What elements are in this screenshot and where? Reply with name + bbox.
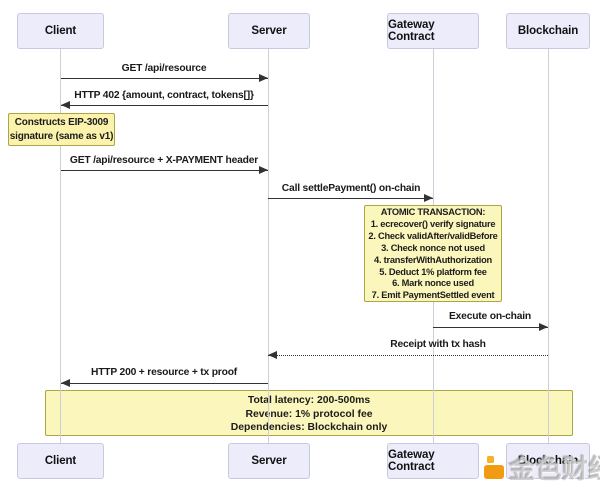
- participant-blockchain-bottom: Blockchain: [506, 443, 590, 479]
- note-line: Constructs EIP-3009: [14, 117, 109, 128]
- participant-label: Blockchain: [517, 25, 579, 37]
- message-label-get-api-resource: GET /api/resource: [121, 63, 207, 74]
- participant-server-top: Server: [228, 13, 310, 49]
- note-line: 1. ecrecover() verify signature: [370, 218, 496, 229]
- watermark: 金色财经: [484, 449, 600, 486]
- arrowhead-left-icon: [268, 351, 277, 359]
- arrowhead-right-icon: [259, 166, 268, 174]
- note-line: 3. Check nonce not used: [381, 242, 485, 253]
- note-atomic-transaction: ATOMIC TRANSACTION: 1. ecrecover() verif…: [364, 205, 502, 302]
- message-label-http-200: HTTP 200 + resource + tx proof: [90, 367, 238, 378]
- note-line: 5. Deduct 1% platform fee: [379, 266, 487, 277]
- note-line: 6. Mark nonce used: [392, 278, 474, 289]
- participant-gateway-contract-bottom: Gateway Contract: [387, 443, 479, 479]
- participant-server-bottom: Server: [228, 443, 310, 479]
- arrowhead-left-icon: [61, 379, 70, 387]
- participant-label: Client: [44, 455, 77, 467]
- participant-client-bottom: Client: [17, 443, 104, 479]
- note-line: 7. Emit PaymentSettled event: [371, 290, 495, 301]
- note-line: 2. Check validAfter/validBefore: [368, 230, 498, 241]
- message-label-get-x-payment: GET /api/resource + X-PAYMENT header: [69, 155, 259, 166]
- note-line: ATOMIC TRANSACTION:: [380, 207, 486, 217]
- arrowhead-right-icon: [424, 194, 433, 202]
- note-line: Dependencies: Blockchain only: [230, 422, 388, 433]
- message-line-dashed: [268, 355, 548, 356]
- participant-client-top: Client: [17, 13, 104, 49]
- note-eip3009: Constructs EIP-3009 signature (same as v…: [8, 113, 115, 146]
- note-line: Revenue: 1% protocol fee: [245, 408, 373, 420]
- watermark-text: 金色财经: [509, 454, 600, 484]
- arrowhead-right-icon: [539, 323, 548, 331]
- participant-label: Server: [251, 25, 287, 37]
- note-line: 4. transferWithAuthorization: [374, 254, 492, 265]
- message-label-execute-on-chain: Execute on-chain: [448, 311, 532, 322]
- message-label-http-402: HTTP 402 {amount, contract, tokens[]}: [74, 90, 254, 101]
- lifeline-blockchain: [548, 49, 549, 443]
- message-line: [61, 383, 268, 384]
- message-line: [268, 198, 433, 199]
- message-label-call-settlepayment: Call settlePayment() on-chain: [281, 183, 421, 194]
- participant-label: Server: [251, 455, 287, 467]
- participant-label: Blockchain: [517, 455, 579, 467]
- participant-gateway-contract-top: Gateway Contract: [387, 13, 479, 49]
- note-line: Total latency: 200-500ms: [247, 395, 371, 406]
- message-line: [61, 78, 268, 79]
- message-line: [433, 327, 548, 328]
- participant-blockchain-top: Blockchain: [506, 13, 590, 49]
- jinse-finance-logo-icon: [484, 455, 507, 480]
- arrowhead-left-icon: [61, 101, 70, 109]
- message-line: [61, 105, 268, 106]
- participant-label: Gateway Contract: [388, 19, 435, 43]
- lifeline-client: [60, 49, 61, 443]
- participant-label: Client: [44, 25, 77, 37]
- participant-label: Gateway Contract: [388, 449, 435, 473]
- message-line: [61, 170, 268, 171]
- note-line: signature (same as v1): [9, 131, 114, 142]
- message-label-receipt-tx-hash: Receipt with tx hash: [390, 339, 486, 350]
- arrowhead-right-icon: [259, 74, 268, 82]
- lifeline-server: [268, 49, 269, 443]
- note-summary: Total latency: 200-500ms Revenue: 1% pro…: [45, 390, 573, 436]
